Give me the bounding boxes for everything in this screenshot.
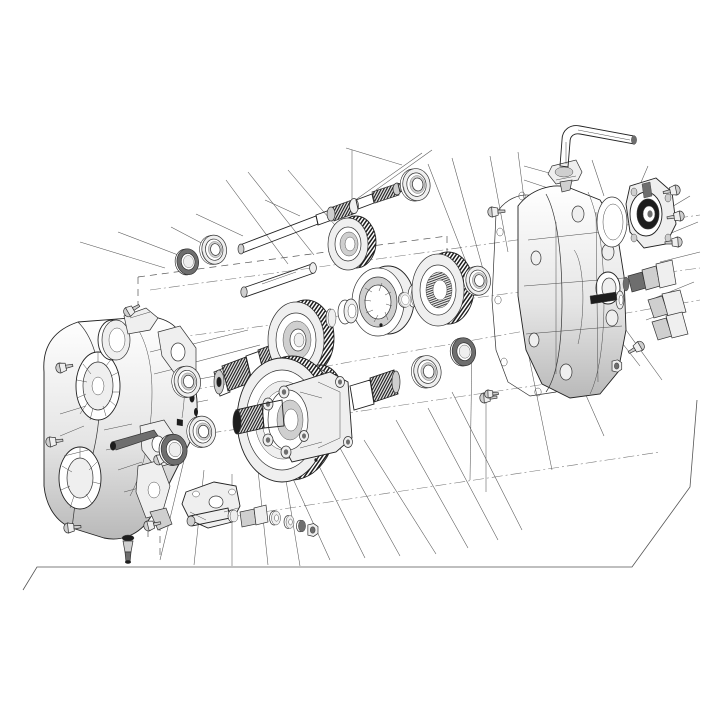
- shift-bracket-plate: [181, 481, 241, 529]
- carrier-bolt: [279, 386, 289, 398]
- snap-ring-upper: [326, 309, 337, 327]
- cover-shaft-stub: [589, 291, 618, 305]
- housing-input-bore: [75, 351, 121, 421]
- input-shaft-spline-end: [372, 183, 401, 203]
- shift-linkage-group: [181, 481, 319, 537]
- breather-vent-cap: [548, 160, 582, 192]
- housing-diff-bore: [58, 446, 102, 510]
- breather-tube: [559, 125, 637, 168]
- housing-input-nose: [97, 319, 130, 361]
- carrier-bolt: [336, 377, 345, 388]
- shift-spacer[interactable]: [240, 505, 268, 527]
- idler-shaft: [241, 263, 317, 298]
- gearbox-cover-group: [479, 125, 688, 404]
- drawing-border: [22, 399, 698, 591]
- carrier-bolt: [263, 398, 273, 410]
- differential-carrier: [263, 371, 353, 463]
- shift-flat-washer-2[interactable]: [284, 516, 295, 529]
- sealing-washer-cover: [616, 291, 624, 309]
- carrier-bolt: [300, 431, 309, 442]
- speedometer-drive-housing: [625, 177, 677, 249]
- shift-flat-washer-1[interactable]: [270, 511, 281, 525]
- shift-hex-nut[interactable]: [307, 523, 319, 537]
- shift-bushing[interactable]: [228, 510, 239, 522]
- drain-plug-assembly[interactable]: [121, 534, 135, 564]
- input-shaft-gear: [327, 199, 359, 222]
- third-fourth-gear: [328, 215, 377, 270]
- differential-output-left: [233, 399, 285, 435]
- oil-filler-plug[interactable]: [648, 290, 686, 318]
- cover-base-nut[interactable]: [611, 359, 623, 373]
- speedometer-gasket: [597, 197, 627, 247]
- drain-plug-cover[interactable]: [652, 312, 688, 340]
- reverse-light-switch[interactable]: [622, 260, 676, 292]
- shift-spring-washer[interactable]: [296, 520, 306, 532]
- synchronizer-hub: [352, 265, 415, 336]
- shift-lever-stub: [110, 430, 158, 451]
- carrier-bolt: [281, 446, 291, 458]
- synchronizer-ring: [338, 299, 358, 324]
- carrier-bolt: [263, 434, 273, 446]
- misc-hardware: [326, 291, 413, 327]
- differential-output-right: [349, 369, 400, 411]
- differential-group: [156, 335, 478, 483]
- carrier-bolt: [344, 437, 353, 448]
- fifth-speed-gear: [412, 251, 475, 326]
